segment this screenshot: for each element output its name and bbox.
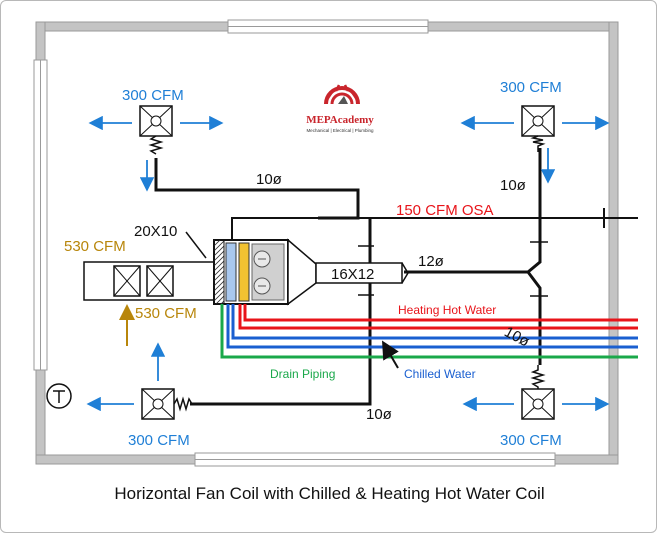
fan-coil-unit — [213, 238, 409, 306]
label-top-left-cfm: 300 CFM — [122, 87, 184, 104]
label-bottom-right-cfm: 300 CFM — [500, 432, 562, 449]
chilled-water-pipes — [226, 304, 638, 349]
label-return-cfm: 530 CFM — [64, 238, 126, 255]
return-duct — [83, 231, 215, 301]
diffuser-bottom-left — [141, 388, 193, 420]
label-duct-top-right: 10ø — [500, 177, 526, 194]
label-inlet-cfm: 530 CFM — [135, 305, 197, 322]
label-bottom-left-cfm: 300 CFM — [128, 432, 190, 449]
airflow-arrows — [86, 115, 610, 412]
drain-pipe — [220, 304, 638, 359]
figure-caption: Horizontal Fan Coil with Chilled & Heati… — [114, 484, 545, 503]
label-supply-branch: 12ø — [418, 253, 444, 270]
svg-text:Mechanical | Electrical | Plum: Mechanical | Electrical | Plumbing — [306, 128, 374, 133]
label-return-duct-size: 20X10 — [134, 223, 177, 240]
label-top-right-cfm: 300 CFM — [500, 79, 562, 96]
hot-water-coil — [238, 242, 250, 302]
label-duct-top-left: 10ø — [256, 171, 282, 188]
heating-hot-water-pipes — [238, 304, 638, 330]
label-duct-bottom: 10ø — [366, 406, 392, 423]
label-heating-hot-water: Heating Hot Water — [398, 303, 496, 317]
diffuser-bottom-right — [521, 365, 555, 420]
thermostat-icon — [46, 383, 72, 409]
label-drain-piping: Drain Piping — [270, 367, 335, 381]
diffuser-top-right — [521, 105, 555, 152]
diffuser-top-left — [139, 105, 173, 155]
chilled-water-leader — [381, 340, 399, 369]
mep-academy-logo: MEPAcademy Mechanical | Electrical | Plu… — [306, 84, 374, 133]
label-chilled-water: Chilled Water — [404, 367, 476, 381]
chilled-water-coil — [225, 242, 237, 302]
svg-text:MEPAcademy: MEPAcademy — [306, 114, 374, 126]
label-supply-main: 16X12 — [331, 266, 374, 283]
label-outside-air: 150 CFM OSA — [396, 202, 494, 219]
duct-joints — [358, 241, 548, 297]
